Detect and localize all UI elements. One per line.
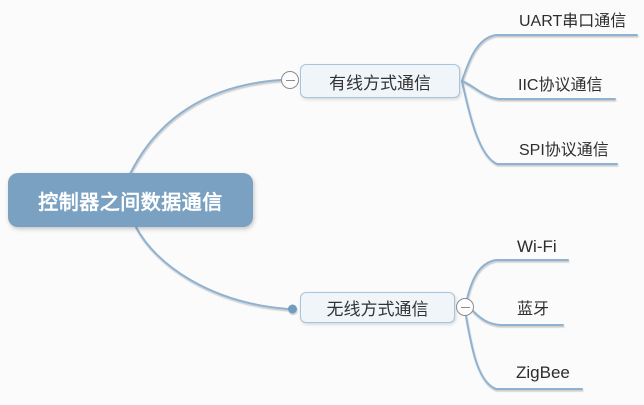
connector-wired-iic: [461, 80, 616, 100]
topic-wired[interactable]: 有线方式通信: [300, 64, 460, 98]
minus-icon: [285, 79, 295, 81]
root-topic[interactable]: 控制器之间数据通信: [8, 173, 253, 227]
connector-wireless-bluetooth: [472, 310, 564, 326]
connector-wired-uart: [461, 34, 638, 82]
minus-icon: [460, 306, 470, 308]
collapse-button-wired[interactable]: [281, 71, 299, 89]
leaf-topic-spi[interactable]: SPI协议通信: [519, 142, 609, 159]
branch-anchor-dot: [288, 304, 297, 314]
connector-wired-spi: [461, 80, 618, 165]
leaf-topic-uart[interactable]: UART串口通信: [519, 13, 627, 30]
leaf-topic-zigbee[interactable]: ZigBee: [516, 363, 570, 382]
topic-wireless[interactable]: 无线方式通信: [300, 292, 455, 323]
collapse-button-wireless[interactable]: [456, 298, 474, 316]
leaf-topic-wifi[interactable]: Wi-Fi: [517, 237, 557, 256]
leaf-topic-iic[interactable]: IIC协议通信: [518, 77, 603, 94]
connector-root-wireless: [135, 226, 289, 310]
connector-root-wired: [129, 79, 282, 175]
connector-wireless-wifi: [466, 259, 569, 300]
connector-wireless-zigbee: [465, 315, 583, 390]
leaf-topic-bluetooth[interactable]: 蓝牙: [517, 301, 550, 318]
